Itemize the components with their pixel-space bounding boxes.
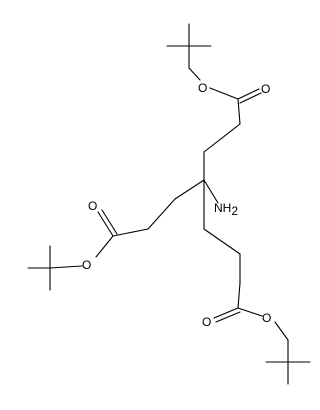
amine-symbol: NH xyxy=(214,201,231,215)
ester-top xyxy=(209,87,262,125)
chain-bottom xyxy=(203,228,241,309)
molecule-svg: O O NH2 O O O O xyxy=(27,23,311,385)
ester-oxygen-top-carbonyl: O xyxy=(261,82,270,96)
ester-bottom xyxy=(213,307,263,323)
structure-drawing: O O NH2 O O O O xyxy=(27,23,311,385)
tert-butyl-bottom xyxy=(265,321,311,385)
chain-left xyxy=(112,198,176,237)
ester-left xyxy=(95,209,118,258)
ester-oxygen-bottom-carbonyl: O xyxy=(202,315,211,329)
amine-label: NH2 xyxy=(214,201,238,218)
chain-top xyxy=(203,123,241,181)
ester-oxygen-bottom-ether: O xyxy=(262,311,271,325)
tert-butyl-left xyxy=(27,245,83,291)
quaternary-carbon xyxy=(174,179,219,230)
ester-oxygen-left-carbonyl: O xyxy=(88,199,97,213)
ester-oxygen-left-ether: O xyxy=(82,258,91,272)
tert-butyl-top xyxy=(166,23,212,81)
amine-subscript: 2 xyxy=(231,204,238,218)
ester-oxygen-top-ether: O xyxy=(198,81,207,95)
